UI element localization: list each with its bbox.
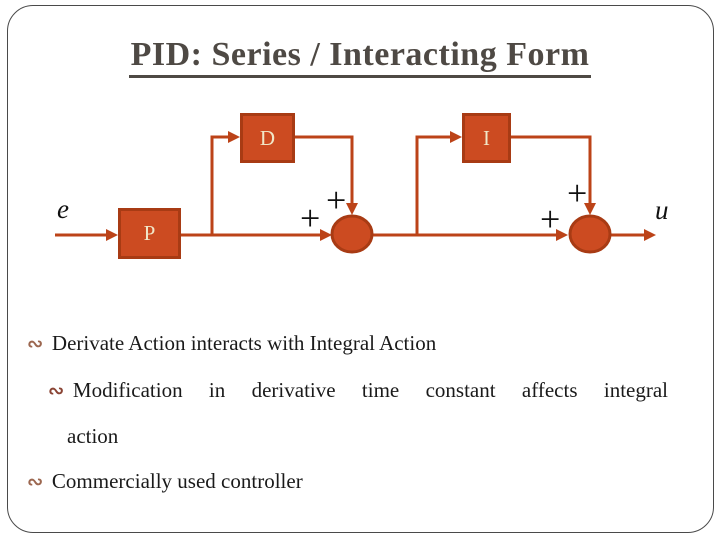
- wire-branch-to-d: [210, 135, 229, 235]
- input-signal-label: e: [57, 194, 69, 224]
- block-d: D: [240, 113, 295, 163]
- bullet-text: Modification in derivative time constant…: [72, 378, 668, 402]
- arrowhead-d-into-sum1: [346, 203, 358, 215]
- summing-junction-2: [568, 214, 612, 254]
- plus-sign-sum1-top: +: [326, 180, 347, 220]
- bullet-item-3: ∾ Commercially used controller: [27, 469, 672, 494]
- bullet-item-1: ∾ Derivate Action interacts with Integral…: [27, 331, 672, 356]
- wire-d-to-sum1: [295, 135, 354, 204]
- arrowhead-into-p: [106, 229, 118, 241]
- curl-bullet-icon: ∾: [48, 380, 64, 402]
- arrowhead-into-sum1: [320, 229, 332, 241]
- summing-junction-1: [330, 214, 374, 254]
- arrowhead-into-sum2: [556, 229, 568, 241]
- page-title: PID: Series / Interacting Form: [128, 38, 592, 78]
- bullet-item-2-continuation: action: [67, 424, 119, 448]
- title-area: PID: Series / Interacting Form: [0, 38, 720, 78]
- block-i: I: [462, 113, 511, 163]
- bullet-item-2: ∾ Modification in derivative time constan…: [48, 378, 668, 403]
- bullet-text: Commercially used controller: [51, 469, 303, 493]
- curl-bullet-icon: ∾: [27, 333, 43, 355]
- wire-branch-to-i: [415, 135, 451, 235]
- arrowhead-i-into-sum2: [584, 203, 596, 215]
- bullet-text: Derivate Action interacts with Integral …: [51, 331, 437, 355]
- block-p: P: [118, 208, 181, 259]
- plus-sign-sum2-left: +: [540, 199, 561, 239]
- plus-sign-sum1-left: +: [300, 198, 321, 238]
- arrowhead-into-d: [228, 131, 240, 143]
- plus-sign-sum2-top: +: [567, 173, 588, 213]
- bullet-list: ∾ Derivate Action interacts with Integral…: [27, 331, 672, 494]
- arrowhead-into-i: [450, 131, 462, 143]
- curl-bullet-icon: ∾: [27, 471, 43, 493]
- arrowhead-output: [644, 229, 656, 241]
- output-signal-label: u: [655, 195, 669, 225]
- wire-i-to-sum2: [511, 135, 592, 204]
